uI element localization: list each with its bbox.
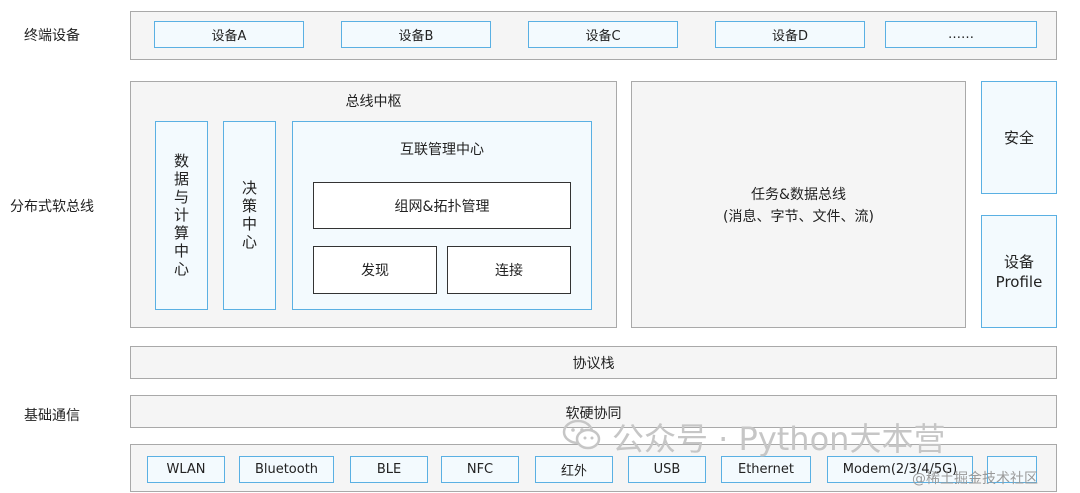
protocol-ble: BLE [350,456,428,483]
protocol-bluetooth: Bluetooth [239,456,334,483]
device-b: 设备B [341,21,491,48]
row-label-terminal: 终端设备 [24,28,80,44]
protocol-extra [987,456,1037,483]
interconnect-title: 互联管理中心 [400,142,484,158]
device-profile-line2: Profile [995,272,1043,291]
task-bus-panel [631,81,966,328]
device-a: 设备A [154,21,304,48]
row-label-basic: 基础通信 [24,408,80,424]
protocol-wlan: WLAN [147,456,225,483]
decision-center: 决策中心 [223,121,276,310]
security-box: 安全 [981,81,1057,194]
protocol-stack-bar: 协议栈 [130,346,1057,379]
network-topology-box: 组网&拓扑管理 [313,182,571,229]
protocol-usb: USB [628,456,706,483]
watermark-main: 公众号 · Python大本营 [612,420,946,458]
watermark-secondary: @稀土掘金技术社区 [912,471,1038,487]
wechat-icon [562,418,602,452]
task-bus-subtitle: (消息、字节、文件、流) [723,209,874,225]
device-profile-box: 设备 Profile [981,215,1057,328]
device-more: …… [885,21,1037,48]
task-bus-title: 任务&数据总线 [751,187,846,203]
row-label-softbus: 分布式软总线 [10,199,94,215]
protocol-nfc: NFC [441,456,519,483]
connect-box: 连接 [447,246,571,294]
protocol-ethernet: Ethernet [721,456,811,483]
protocol-infrared: 红外 [535,456,613,483]
device-profile-line1: 设备 [1003,252,1034,271]
protocol-modem: Modem(2/3/4/5G) [827,456,973,483]
device-d: 设备D [715,21,865,48]
discover-box: 发现 [313,246,437,294]
bus-hub-title: 总线中枢 [345,94,402,110]
device-c: 设备C [528,21,678,48]
data-compute-center: 数据与计算中心 [155,121,208,310]
hw-sw-coop-bar: 软硬协同 [130,395,1057,428]
